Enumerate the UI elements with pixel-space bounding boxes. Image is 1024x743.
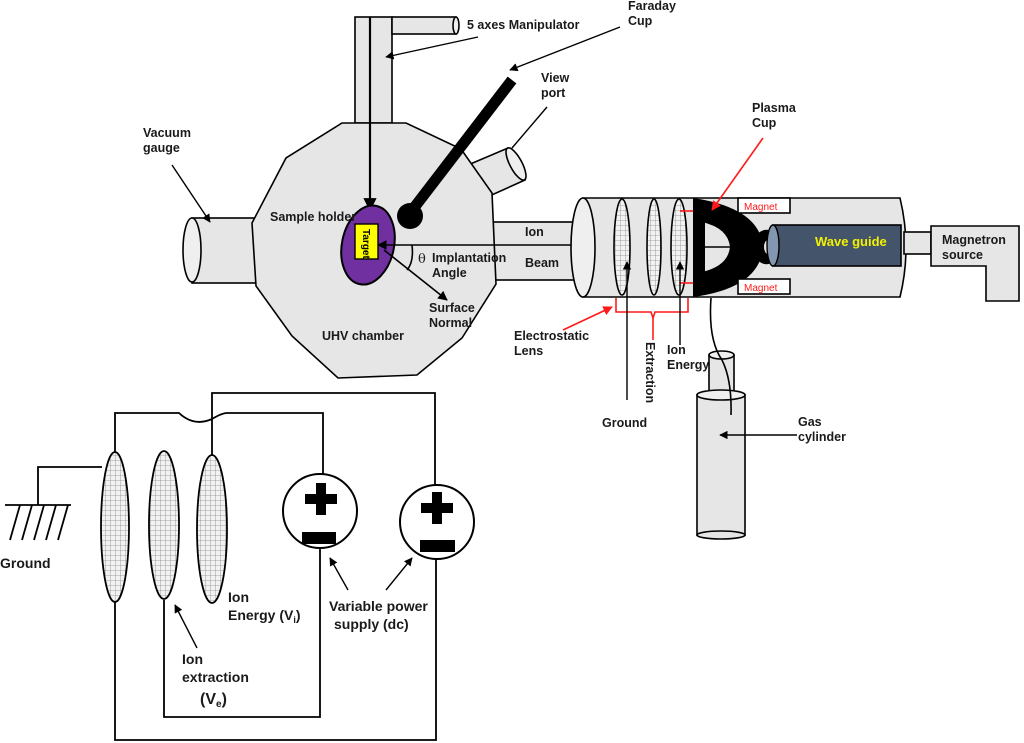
magnetron-source: Magnetron source [903, 225, 1020, 302]
circuit-lens-extraction [148, 450, 180, 600]
implantation-angle-label-1: Implantation [432, 251, 506, 265]
ion-beam-label-2: Beam [525, 256, 559, 270]
gas-cylinder-label-2: cylinder [798, 430, 846, 444]
plasma-cup-label-2: Cup [752, 116, 777, 130]
vacuum-gauge-label-1: Vacuum [143, 126, 191, 140]
plasma-cup-label-1: Plasma [752, 101, 797, 115]
extraction-label: Extraction [643, 342, 657, 403]
sample-holder-label: Sample holder [270, 210, 356, 224]
svg-text:Magnet: Magnet [744, 283, 778, 294]
surface-normal-arrow [383, 249, 448, 301]
svg-text:Magnetron: Magnetron [942, 233, 1006, 247]
circuit-wires [37, 392, 437, 741]
circuit-ion-extraction-label-1: Ion [182, 651, 203, 667]
view-port-pointer [511, 106, 548, 149]
svg-text:source: source [942, 248, 983, 262]
manipulator-pointer [385, 36, 479, 60]
manipulator-label: 5 axes Manipulator [467, 18, 580, 32]
circuit-ground-label: Ground [0, 555, 51, 571]
electrostatic-lens-label-1: Electrostatic [514, 329, 589, 343]
lens-grid-ion-energy [670, 198, 688, 296]
power-supply-label-1: Variable power [329, 598, 428, 614]
surface-normal-label-2: Normal [429, 316, 472, 330]
circuit-ion-energy-label-1: Ion [228, 589, 249, 605]
faraday-cup-pointer [509, 26, 621, 72]
view-port-label-2: port [541, 86, 566, 100]
implantation-angle-label-2: Angle [432, 266, 467, 280]
faraday-cup [397, 76, 517, 229]
power-supply-2 [399, 484, 475, 560]
view-port-label-1: View [541, 71, 570, 85]
target-label: Target [360, 229, 371, 259]
gas-feed-line [709, 297, 732, 416]
svg-text:Wave guide: Wave guide [815, 234, 887, 249]
electrostatic-lens-pointer [562, 306, 613, 331]
theta-symbol: θ [418, 252, 426, 267]
uhv-chamber-label: UHV chamber [322, 329, 404, 343]
vacuum-gauge-label-2: gauge [143, 141, 180, 155]
lens-grid-ground [613, 198, 631, 296]
ground-lens-label: Ground [602, 416, 647, 430]
power-supply-pointer-1 [329, 557, 349, 591]
magnet-bottom: Magnet [737, 278, 791, 295]
manipulator [354, 16, 460, 124]
circuit-lens-ground [100, 451, 130, 603]
plasma-cup-pointer [711, 137, 764, 211]
vacuum-gauge-pointer [171, 164, 211, 223]
faraday-cup-label-2: Cup [628, 14, 653, 28]
wave-guide: Wave guide [766, 224, 902, 267]
circuit-lens-ion-energy [196, 454, 228, 604]
ion-extraction-pointer [174, 604, 198, 649]
vacuum-gauge-port [182, 217, 263, 284]
gas-cylinder [696, 350, 746, 540]
magnet-top: Magnet [737, 197, 791, 214]
implantation-angle-arc [406, 244, 414, 271]
power-supply-1 [282, 473, 358, 549]
ground-symbol [5, 504, 71, 541]
minus-icon [420, 540, 455, 552]
ion-energy-label-1: Ion [667, 343, 686, 357]
circuit-ion-energy-label-2: Energy (Vi) [228, 607, 301, 625]
power-supply-pointer-2 [385, 557, 413, 591]
ion-beam-label-1: Ion [525, 225, 544, 239]
lens-grid-extraction [646, 198, 662, 296]
svg-text:Magnet: Magnet [744, 202, 778, 213]
gas-cylinder-label-1: Gas [798, 415, 822, 429]
circuit-ion-extraction-label-2: extraction [182, 669, 249, 685]
ion-energy-label-2: Energy [667, 358, 709, 372]
minus-icon [302, 532, 336, 544]
power-supply-label-2: supply (dc) [334, 616, 409, 632]
electrostatic-lens-label-2: Lens [514, 344, 543, 358]
circuit-ion-extraction-label-3: (Ve) [200, 691, 227, 710]
faraday-cup-label-1: Faraday [628, 0, 676, 13]
surface-normal-label-1: Surface [429, 301, 475, 315]
